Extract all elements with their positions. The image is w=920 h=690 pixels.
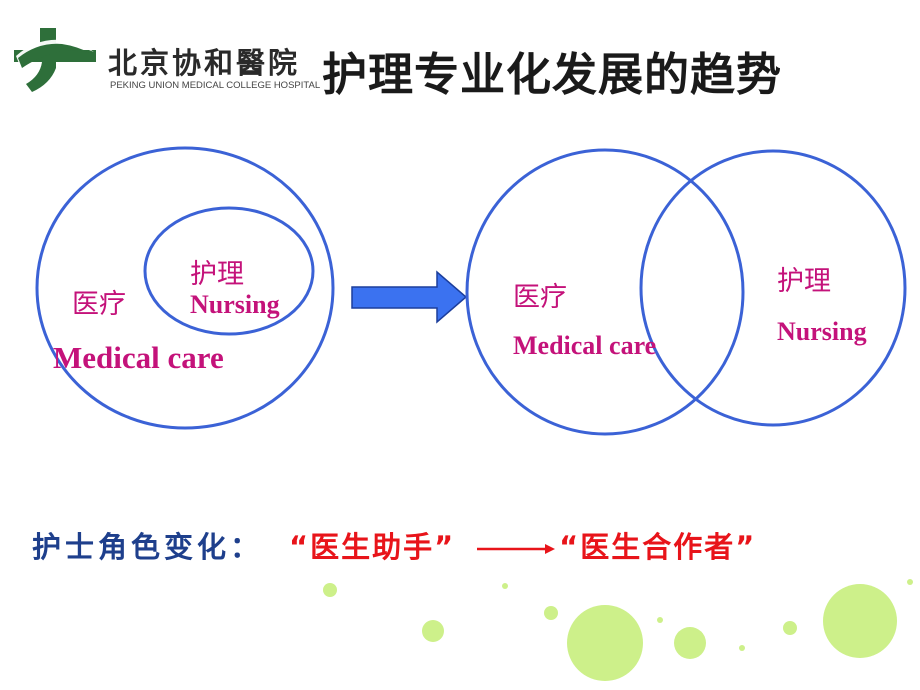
role-from-text: “医生助手” (289, 530, 456, 564)
right-nursing-en-label: Nursing (777, 317, 867, 346)
decor-dot (544, 606, 558, 620)
decor-dot (422, 620, 444, 642)
decor-dot (907, 579, 913, 585)
right-medical-circle (465, 148, 745, 436)
decor-dot (657, 617, 663, 623)
right-medical-cn-label: 医疗 (513, 282, 567, 313)
decor-dot (739, 645, 745, 651)
role-to-text: “医生合作者” (559, 530, 757, 564)
left-inner-circle (143, 206, 315, 336)
right-nursing-cn-label: 护理 (777, 266, 831, 297)
decor-dot (502, 583, 508, 589)
left-outer-circle (35, 146, 335, 430)
logo-chinese-text: 北京协和醫院 (108, 46, 301, 80)
role-change-label: 护士角色变化： (32, 530, 264, 564)
left-medical-cn-label: 医疗 (72, 289, 126, 320)
role-change-line: 护士角色变化： “医生助手” “医生合作者” (32, 524, 756, 566)
long-arrow-icon (477, 544, 556, 554)
left-medical-en-label: Medical care (53, 340, 224, 375)
decor-dot (823, 584, 897, 658)
page-title: 护理专业化发展的趋势 (322, 48, 783, 101)
hospital-logo-icon (14, 28, 96, 92)
transition-arrow-icon (351, 270, 468, 324)
left-nursing-en-label: Nursing (190, 290, 280, 319)
decor-dot (674, 627, 706, 659)
decor-dot (567, 605, 643, 681)
left-nursing-cn-label: 护理 (190, 259, 244, 290)
right-medical-en-label: Medical care (513, 331, 657, 360)
logo-english-text: PEKING UNION MEDICAL COLLEGE HOSPITAL (110, 80, 321, 91)
decor-dot (323, 583, 337, 597)
decor-dot (783, 621, 797, 635)
right-nursing-circle (639, 149, 907, 427)
